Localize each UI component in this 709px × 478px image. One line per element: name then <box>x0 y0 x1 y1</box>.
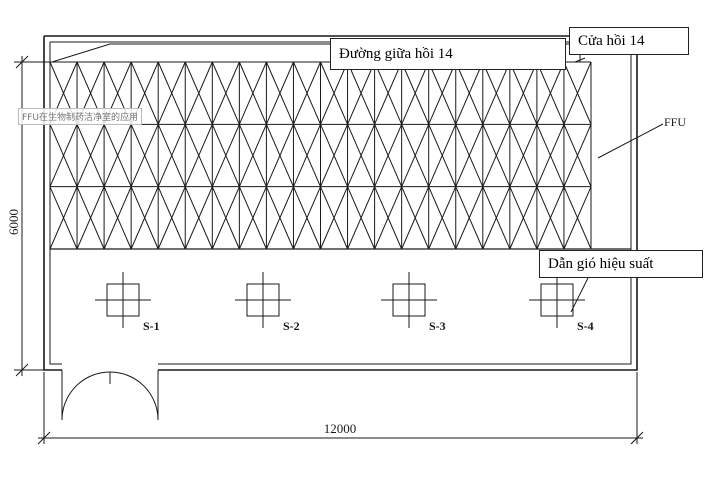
ffu-cell-diagonal <box>536 61 565 125</box>
ffu-cell-diagonal <box>482 124 511 187</box>
ffu-cell-diagonal <box>265 186 294 250</box>
ffu-cell-diagonal <box>130 186 159 250</box>
ffu-cell-diagonal <box>211 124 240 187</box>
ffu-cell-diagonal <box>347 61 376 125</box>
ffu-cell-diagonal <box>211 61 240 125</box>
ffu-cell-diagonal <box>374 186 403 250</box>
ffu-cell-diagonal <box>49 186 78 250</box>
sample-label: S-1 <box>143 319 160 333</box>
ffu-leader-line <box>597 123 664 159</box>
ffu-cell-diagonal <box>157 61 186 125</box>
ffu-cell-diagonal <box>401 124 430 187</box>
ffu-cell-diagonal <box>238 124 267 187</box>
ffu-cell-diagonal <box>482 61 511 125</box>
ffu-cell-diagonal <box>401 61 430 125</box>
ffu-cell-diagonal <box>509 61 538 125</box>
ffu-cell-diagonal <box>238 186 267 250</box>
ffu-cell-diagonal <box>184 61 213 125</box>
sample-label: S-3 <box>429 319 446 333</box>
ffu-cell-diagonal <box>157 124 186 187</box>
ffu-cell-diagonal <box>130 124 159 187</box>
callout-middle-return: Đường giữa hồi 14 <box>330 38 566 70</box>
sample-point <box>95 272 151 328</box>
ffu-cell-diagonal <box>238 61 267 125</box>
ffu-cell-diagonal <box>347 124 376 187</box>
ffu-cell-diagonal <box>157 186 186 250</box>
ffu-cell-diagonal <box>184 124 213 187</box>
sample-points: S-1 S-2 S-3 S-4 <box>95 272 594 333</box>
dimension-width-label: 12000 <box>324 421 357 436</box>
ffu-cell-diagonal <box>320 124 349 187</box>
ffu-cell-diagonal <box>563 186 592 250</box>
ffu-cell-diagonal <box>265 61 294 125</box>
ffu-cell-diagonal <box>563 124 592 187</box>
ffu-cell-diagonal <box>265 124 294 187</box>
ffu-cell-diagonal <box>347 186 376 250</box>
ffu-cell-diagonal <box>428 124 457 187</box>
ffu-cell-diagonal <box>320 61 349 125</box>
ffu-cell-diagonal <box>49 124 78 187</box>
door <box>61 370 159 421</box>
callout-return-door: Cửa hồi 14 <box>569 27 689 55</box>
ffu-cell-diagonal <box>374 124 403 187</box>
watermark-caption: FFU在生物制药洁净室的应用 <box>18 108 142 125</box>
ffu-cell-diagonal <box>374 61 403 125</box>
dimension-height-label: 6000 <box>6 209 21 235</box>
ffu-cell-diagonal <box>482 186 511 250</box>
sample-point <box>381 272 437 328</box>
air-guide-leader-line <box>570 277 589 313</box>
ffu-cell-diagonal <box>103 124 132 187</box>
ffu-cell-diagonal <box>536 186 565 250</box>
sample-label: S-4 <box>577 319 594 333</box>
ffu-label: FFU <box>664 115 686 129</box>
ffu-cell-diagonal <box>563 61 592 125</box>
ffu-cell-diagonal <box>401 186 430 250</box>
ffu-cell-diagonal <box>509 124 538 187</box>
dimension-width <box>37 372 644 445</box>
ffu-cell-diagonal <box>536 124 565 187</box>
ffu-cell-diagonal <box>455 61 484 125</box>
ffu-cell-diagonal <box>103 186 132 250</box>
ffu-grid <box>49 61 592 250</box>
sample-label: S-2 <box>283 319 300 333</box>
ffu-cell-diagonal <box>428 61 457 125</box>
callout-air-guide: Dẫn gió hiệu suất <box>539 250 703 278</box>
ffu-cell-diagonal <box>509 186 538 250</box>
ffu-cell-diagonal <box>292 124 321 187</box>
ffu-cell-diagonal <box>76 124 105 187</box>
ffu-cell-diagonal <box>292 186 321 250</box>
ffu-cell-diagonal <box>292 61 321 125</box>
sample-point <box>235 272 291 328</box>
sample-point <box>529 272 585 328</box>
ffu-cell-diagonal <box>211 186 240 250</box>
ffu-cell-diagonal <box>320 186 349 250</box>
ffu-cell-diagonal <box>76 186 105 250</box>
ffu-cell-diagonal <box>184 186 213 250</box>
ffu-cell-diagonal <box>455 186 484 250</box>
ffu-cell-diagonal <box>455 124 484 187</box>
ffu-cell-diagonal <box>428 186 457 250</box>
